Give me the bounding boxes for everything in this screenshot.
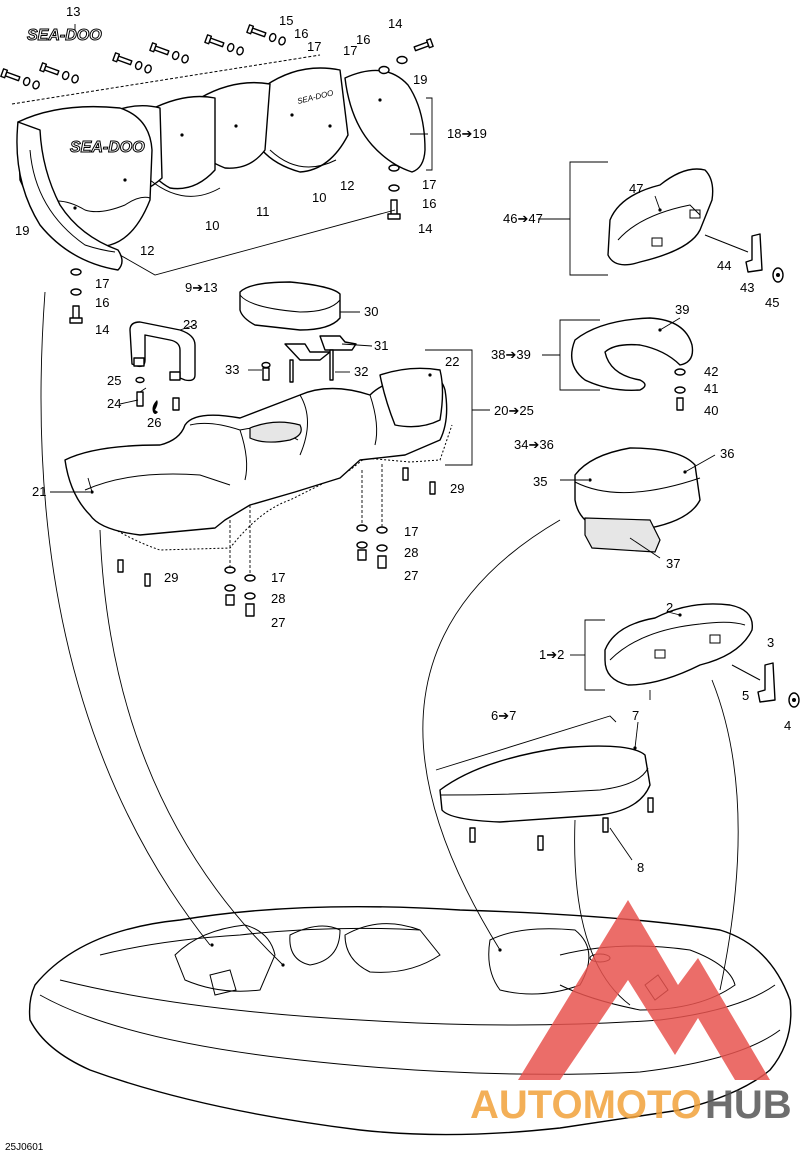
seat-cover-assembly: SEA-DOO SEA-DOO — [11, 54, 426, 271]
callout-19-b: 19 — [15, 223, 29, 238]
side-panel-19-right — [344, 69, 426, 173]
callout-17-b: 17 — [343, 43, 357, 58]
callout-32: 32 — [354, 364, 368, 379]
callout-18-19: 18➔19 — [447, 126, 487, 141]
callout-3: 3 — [767, 635, 774, 650]
callout-16-d: 16 — [95, 295, 109, 310]
callout-22: 22 — [445, 354, 459, 369]
callout-31: 31 — [374, 338, 388, 353]
callout-17-a: 17 — [307, 39, 321, 54]
cover-fasteners-row — [0, 24, 434, 324]
seat-plate-7 — [439, 745, 651, 823]
callout-14-c: 14 — [95, 322, 109, 337]
callout-30: 30 — [364, 304, 378, 319]
callout-16-c: 16 — [422, 196, 436, 211]
callout-12-b: 12 — [140, 243, 154, 258]
seat-back-22 — [379, 367, 444, 428]
sea-doo-cover-logo: SEA-DOO — [70, 139, 145, 156]
side-panel-19-left — [16, 121, 123, 271]
callout-27-b: 27 — [271, 615, 285, 630]
callout-28-b: 28 — [271, 591, 285, 606]
callout-14-a: 14 — [388, 16, 402, 31]
armrest-2 — [604, 603, 754, 686]
callout-40: 40 — [704, 403, 718, 418]
armrest-47 — [607, 168, 714, 266]
callout-12-a: 12 — [340, 178, 354, 193]
callout-24: 24 — [107, 396, 121, 411]
watermark-triangle-icon — [518, 900, 770, 1080]
callout-4: 4 — [784, 718, 791, 733]
callout-16-b: 16 — [356, 32, 370, 47]
callout-13: 13 — [66, 4, 80, 19]
callout-14-b: 14 — [418, 221, 432, 236]
callout-29-a: 29 — [450, 481, 464, 496]
callout-2: 2 — [666, 600, 673, 615]
watermark-text-right: HUB — [705, 1083, 792, 1127]
diagram-code: 25J0601 — [5, 1142, 44, 1153]
callout-23: 23 — [183, 317, 197, 332]
callout-17-d: 17 — [95, 276, 109, 291]
headrest-39 — [571, 317, 694, 391]
callout-labels: 13 SEA-DOO 15 16 17 14 16 17 19 18➔19 12… — [5, 4, 791, 1153]
callout-5: 5 — [742, 688, 749, 703]
main-seat-assembly — [64, 367, 453, 551]
automotohub-watermark: AUTOMOTO HUB — [470, 900, 792, 1127]
callout-16-a: 16 — [294, 26, 308, 41]
callout-10-b: 10 — [205, 218, 219, 233]
sea-doo-logo-13: SEA-DOO — [27, 27, 102, 44]
callout-41: 41 — [704, 381, 718, 396]
callout-37: 37 — [666, 556, 680, 571]
callout-33: 33 — [225, 362, 239, 377]
callout-43: 43 — [740, 280, 754, 295]
grab-handle-23 — [129, 321, 196, 382]
callout-25: 25 — [107, 373, 121, 388]
callout-17-f: 17 — [271, 570, 285, 585]
callout-45: 45 — [765, 295, 779, 310]
callout-1-2: 1➔2 — [539, 647, 564, 662]
callout-46-47: 46➔47 — [503, 211, 543, 226]
callout-35: 35 — [533, 474, 547, 489]
cover-panel-12-rear — [261, 67, 349, 173]
callout-47: 47 — [629, 181, 643, 196]
callout-leaders — [50, 24, 716, 861]
callout-28-a: 28 — [404, 545, 418, 560]
callout-39: 39 — [675, 302, 689, 317]
callout-17-e: 17 — [404, 524, 418, 539]
callout-34-36: 34➔36 — [514, 437, 554, 452]
cushion-36 — [574, 447, 701, 553]
callout-20-25: 20➔25 — [494, 403, 534, 418]
callout-26: 26 — [147, 415, 161, 430]
callout-7: 7 — [632, 708, 639, 723]
callout-11: 11 — [256, 204, 270, 219]
callout-6-7: 6➔7 — [491, 708, 516, 723]
callout-17-c: 17 — [422, 177, 436, 192]
callout-21: 21 — [32, 484, 46, 499]
seat-fasteners — [117, 464, 436, 617]
cushion-30 — [239, 281, 341, 331]
callout-8: 8 — [637, 860, 644, 875]
callout-29-b: 29 — [164, 570, 178, 585]
watermark-text-left: AUTOMOTO — [470, 1083, 702, 1127]
callout-10-a: 10 — [312, 190, 326, 205]
callout-38-39: 38➔39 — [491, 347, 531, 362]
callout-42: 42 — [704, 364, 718, 379]
callout-27-a: 27 — [404, 568, 418, 583]
callout-9-13: 9➔13 — [185, 280, 218, 295]
callout-19-a: 19 — [413, 72, 427, 87]
callout-15: 15 — [279, 13, 293, 28]
callout-36: 36 — [720, 446, 734, 461]
callout-44: 44 — [717, 258, 731, 273]
